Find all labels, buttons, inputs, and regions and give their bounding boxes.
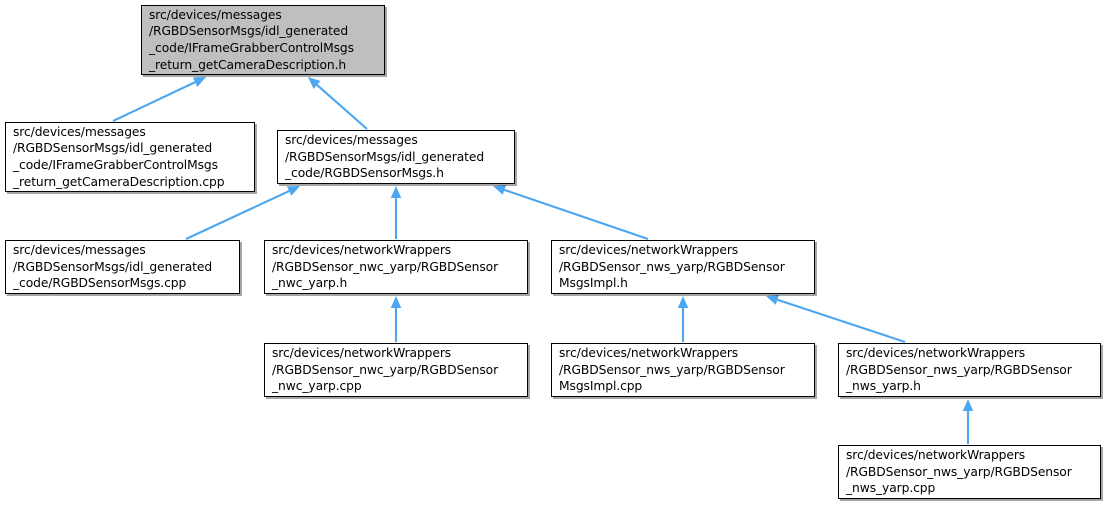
graph-node-label-line: _nwc_yarp.h <box>272 276 348 291</box>
graph-node-label-line: _nws_yarp.h <box>846 379 921 394</box>
graph-node-label-line: _code/RGBDSensorMsgs.cpp <box>13 276 187 291</box>
graph-node-label-line: /RGBDSensor_nwc_yarp/RGBDSensor <box>272 362 499 377</box>
graph-node[interactable]: src/devices/messages/RGBDSensorMsgs/idl_… <box>5 122 255 192</box>
graph-node-label-line: src/devices/networkWrappers <box>559 243 739 258</box>
graph-node-label-line: /RGBDSensorMsgs/idl_generated <box>149 24 349 39</box>
graph-edge-arrowhead <box>308 77 321 89</box>
graph-node-label-line: _code/IFrameGrabberControlMsgs <box>13 158 218 172</box>
graph-node-label-line: src/devices/messages <box>13 124 146 139</box>
graph-node-label-line: src/devices/messages <box>149 7 282 22</box>
graph-node[interactable]: src/devices/messages/RGBDSensorMsgs/idl_… <box>277 130 515 184</box>
graph-node-label-line: /RGBDSensor_nws_yarp/RGBDSensor <box>846 362 1072 377</box>
graph-node-label-line: /RGBDSensorMsgs/idl_generated <box>13 141 213 156</box>
graph-edge-arrowhead <box>493 184 507 195</box>
graph-node-label-line: src/devices/networkWrappers <box>559 346 739 361</box>
graph-node[interactable]: src/devices/networkWrappers/RGBDSensor_n… <box>551 343 815 397</box>
graph-node-label-line: /RGBDSensor_nws_yarp/RGBDSensor <box>846 464 1072 479</box>
graph-node-label-line: src/devices/messages <box>13 243 146 258</box>
graph-edge-line <box>185 190 290 240</box>
graph-node-label-line: src/devices/networkWrappers <box>846 346 1026 361</box>
graph-node-label-line: _return_getCameraDescription.cpp <box>13 174 225 189</box>
graph-edge-line <box>112 81 196 122</box>
graph-node-label-line: _code/RGBDSensorMsgs.h <box>285 166 444 181</box>
graph-node-label-line: /RGBDSensorMsgs/idl_generated <box>13 259 213 274</box>
graph-edge-arrowhead <box>766 294 780 305</box>
graph-node-label-line: MsgsImpl.h <box>559 276 628 291</box>
graph-edge-arrowhead <box>390 186 402 198</box>
graph-node[interactable]: src/devices/networkWrappers/RGBDSensor_n… <box>551 240 815 294</box>
graph-node-label-line: src/devices/networkWrappers <box>272 243 452 258</box>
graph-node[interactable]: src/devices/networkWrappers/RGBDSensor_n… <box>264 343 528 397</box>
graph-edge-arrowhead <box>390 296 402 308</box>
graph-edge-arrowhead <box>677 296 689 308</box>
graph-node[interactable]: src/devices/messages/RGBDSensorMsgs/idl_… <box>141 5 385 75</box>
graph-node-label-line: _nwc_yarp.cpp <box>272 379 362 394</box>
graph-edge-arrowhead <box>962 399 974 411</box>
graph-node-label-line: /RGBDSensorMsgs/idl_generated <box>285 149 485 164</box>
graph-node-label-line: /RGBDSensor_nwc_yarp/RGBDSensor <box>272 259 499 274</box>
graph-node-label-line: MsgsImpl.cpp <box>559 379 643 394</box>
graph-node-label-line: src/devices/networkWrappers <box>846 448 1026 463</box>
graph-node[interactable]: src/devices/networkWrappers/RGBDSensor_n… <box>264 240 528 294</box>
graph-node-label-line: _return_getCameraDescription.h <box>149 57 347 72</box>
graph-edge-line <box>777 298 906 343</box>
graph-edge-arrowhead <box>286 186 300 196</box>
graph-node[interactable]: src/devices/networkWrappers/RGBDSensor_n… <box>838 445 1101 499</box>
graph-node[interactable]: src/devices/networkWrappers/RGBDSensor_n… <box>838 343 1101 397</box>
graph-edge-line <box>316 84 368 130</box>
graph-node-label-line: /RGBDSensor_nws_yarp/RGBDSensor <box>559 362 785 377</box>
graph-node-label-line: src/devices/networkWrappers <box>272 346 452 361</box>
graph-node-label-line: _nws_yarp.cpp <box>846 481 936 496</box>
graph-node-label-line: /RGBDSensor_nws_yarp/RGBDSensor <box>559 259 785 274</box>
graph-edge-arrowhead <box>192 77 206 87</box>
graph-node-label-line: _code/IFrameGrabberControlMsgs <box>149 41 354 55</box>
graph-edge-line <box>504 188 649 240</box>
graph-node[interactable]: src/devices/messages/RGBDSensorMsgs/idl_… <box>5 240 240 294</box>
graph-node-label-line: src/devices/messages <box>285 133 418 148</box>
